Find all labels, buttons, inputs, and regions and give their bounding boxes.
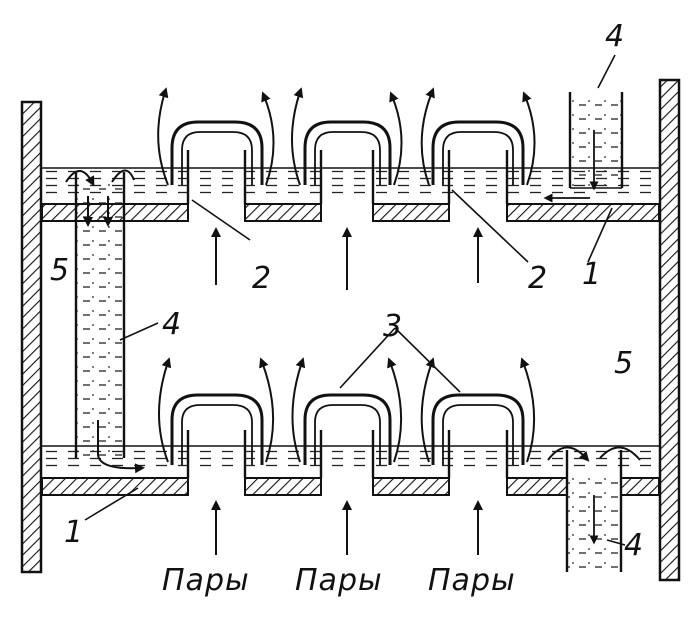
label-downcomer-middle: 4: [162, 307, 181, 342]
label-bubble-cap: 3: [383, 309, 402, 344]
label-downcomer-bottom: 4: [624, 528, 643, 563]
label-cap-slot-left: 2: [252, 261, 271, 296]
lower-tray-plate: [41, 430, 660, 496]
upper-vapor-arrows: [211, 227, 483, 290]
label-wall-right: 5: [614, 346, 633, 381]
label-cap-slot-right: 2: [528, 261, 547, 296]
leader-lines: [84, 54, 626, 546]
upper-bubble-arrows: [157, 87, 536, 186]
lower-vapor-arrows: [211, 500, 483, 555]
label-downcomer-top: 4: [605, 19, 624, 54]
lower-tray-bubble-caps: [170, 393, 525, 465]
label-wall-left: 5: [50, 253, 69, 288]
label-tray-upper: 1: [582, 257, 601, 292]
label-tray-lower: 1: [64, 515, 83, 550]
downcomer-upper-right: [543, 92, 624, 203]
downcomer-lower-right: [547, 446, 641, 572]
upper-tray-bubble-caps: [170, 120, 525, 185]
column-wall-left: [20, 100, 43, 574]
upper-tray-liquid: [42, 167, 659, 194]
column-wall-right: [658, 78, 681, 582]
vapor-label-3: Пары: [428, 563, 516, 598]
lower-bubble-arrows: [158, 357, 536, 463]
vapor-label-2: Пары: [295, 563, 383, 598]
downcomer-left: [65, 169, 145, 474]
vapor-label-1: Пары: [162, 563, 250, 598]
